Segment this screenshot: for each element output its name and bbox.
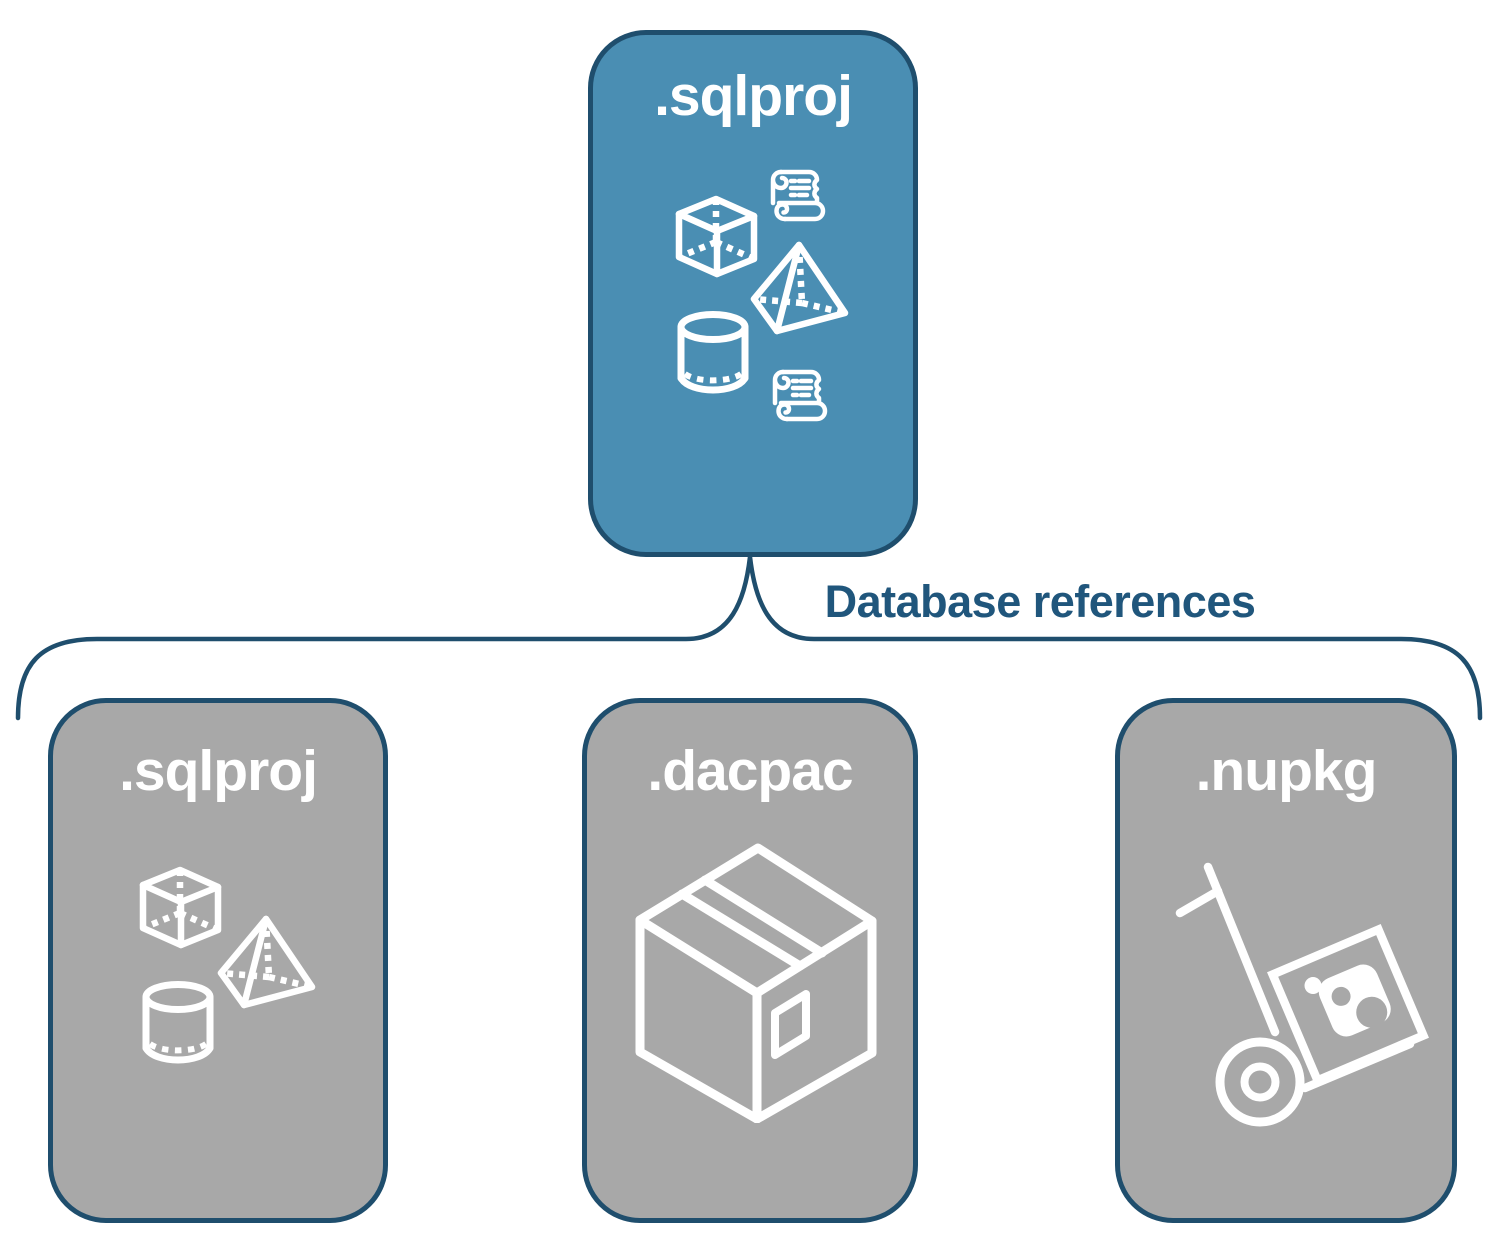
cube-icon xyxy=(139,866,223,950)
scroll-icon xyxy=(769,365,831,429)
pyramid-icon xyxy=(746,241,854,339)
child-node-label: .nupkg xyxy=(1195,739,1378,803)
child-node-nupkg: .nupkg xyxy=(1115,698,1457,1223)
package-box-icon xyxy=(630,843,880,1123)
cylinder-icon xyxy=(676,311,750,405)
child-node-sqlproj: .sqlproj xyxy=(48,698,388,1223)
child-node-label: .sqlproj xyxy=(119,739,318,803)
child-node-label: .dacpac xyxy=(647,739,853,803)
root-node-sqlproj: .sqlproj xyxy=(588,30,918,557)
root-node-label: .sqlproj xyxy=(654,64,853,128)
cylinder-icon xyxy=(141,981,215,1075)
connector-label: Database references xyxy=(824,576,1256,627)
child-node-dacpac: .dacpac xyxy=(582,698,918,1223)
scroll-icon xyxy=(767,165,829,229)
nuget-handtruck-icon xyxy=(1165,860,1435,1135)
pyramid-icon xyxy=(213,915,321,1013)
